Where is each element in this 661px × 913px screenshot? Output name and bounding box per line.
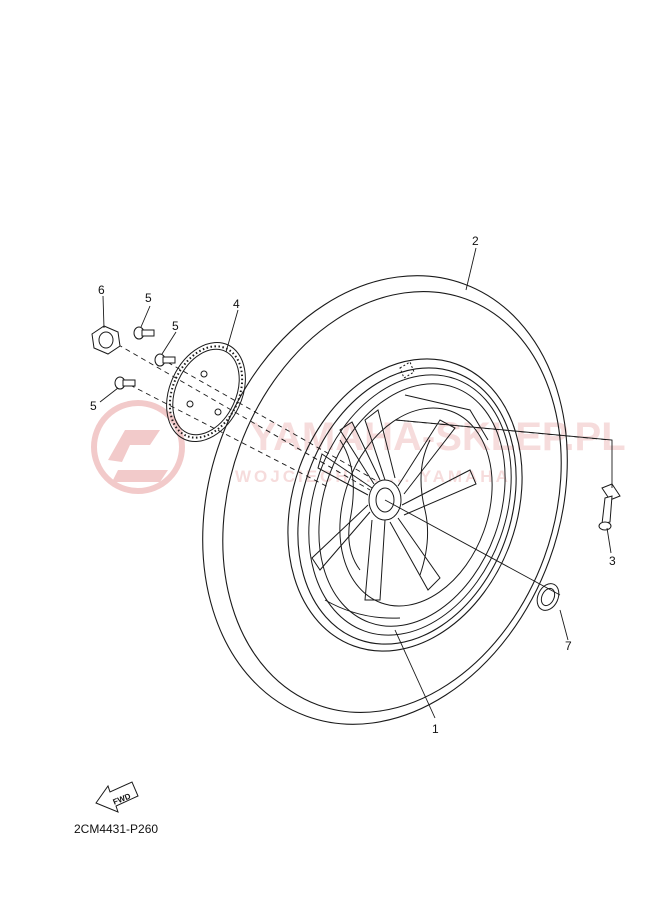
leader-lines <box>99 247 613 719</box>
bolt-icon-top <box>133 326 155 340</box>
watermark-logo-icon <box>91 400 185 494</box>
diagram-code: 2CM4431-P260 <box>74 822 159 836</box>
fwd-arrow-icon: FWD <box>95 781 139 813</box>
callout-6: 6 <box>98 283 105 297</box>
callout-7: 7 <box>565 639 572 653</box>
wheel-rim <box>308 361 512 636</box>
callout-2: 2 <box>472 234 479 248</box>
watermark-sub: WOJCIECH ... ... YAMAHA <box>235 467 511 486</box>
callout-1: 1 <box>432 722 439 736</box>
callout-5-lower: 5 <box>90 399 97 413</box>
tire <box>202 275 568 725</box>
valve-icon <box>598 483 621 531</box>
nut-icon <box>91 325 121 355</box>
callout-4: 4 <box>233 297 240 311</box>
callout-5-middle: 5 <box>172 319 179 333</box>
callout-5-top: 5 <box>145 291 152 305</box>
collar-icon <box>536 583 560 611</box>
bolt-icon-middle <box>154 353 176 367</box>
bolt-icon-lower <box>114 376 136 390</box>
assembly-lines <box>109 339 611 491</box>
watermark-brand: YAMAHA-SKLEP.PL <box>250 415 626 459</box>
callout-3: 3 <box>609 554 616 568</box>
watermark: YAMAHA-SKLEP.PL WOJCIECH ... ... YAMAHA <box>91 400 626 494</box>
